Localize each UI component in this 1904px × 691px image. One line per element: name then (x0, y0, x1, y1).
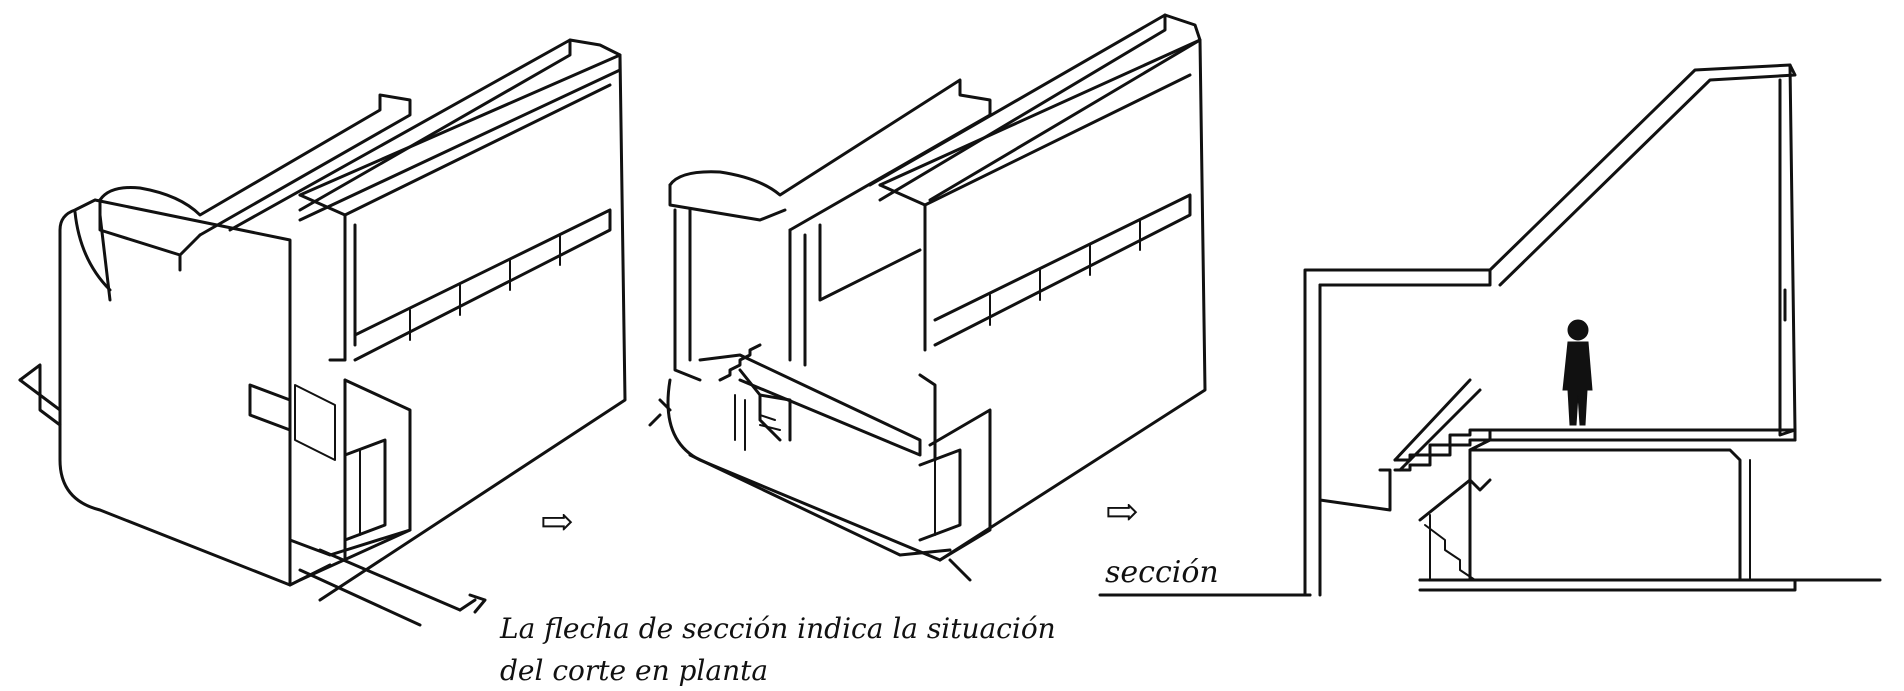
arrow-1: ⇨ (540, 499, 574, 545)
section-label: sección (1105, 555, 1219, 590)
caption-line-2: del corte en planta (500, 654, 768, 687)
section-view (1108, 63, 1882, 597)
human-figure (1562, 319, 1593, 426)
isometric-cut-view (648, 13, 1207, 582)
arrow-2: ⇨ (1105, 489, 1139, 535)
caption-line-1: La flecha de sección indica la situación (499, 612, 1056, 645)
isometric-exterior-view (18, 38, 627, 627)
